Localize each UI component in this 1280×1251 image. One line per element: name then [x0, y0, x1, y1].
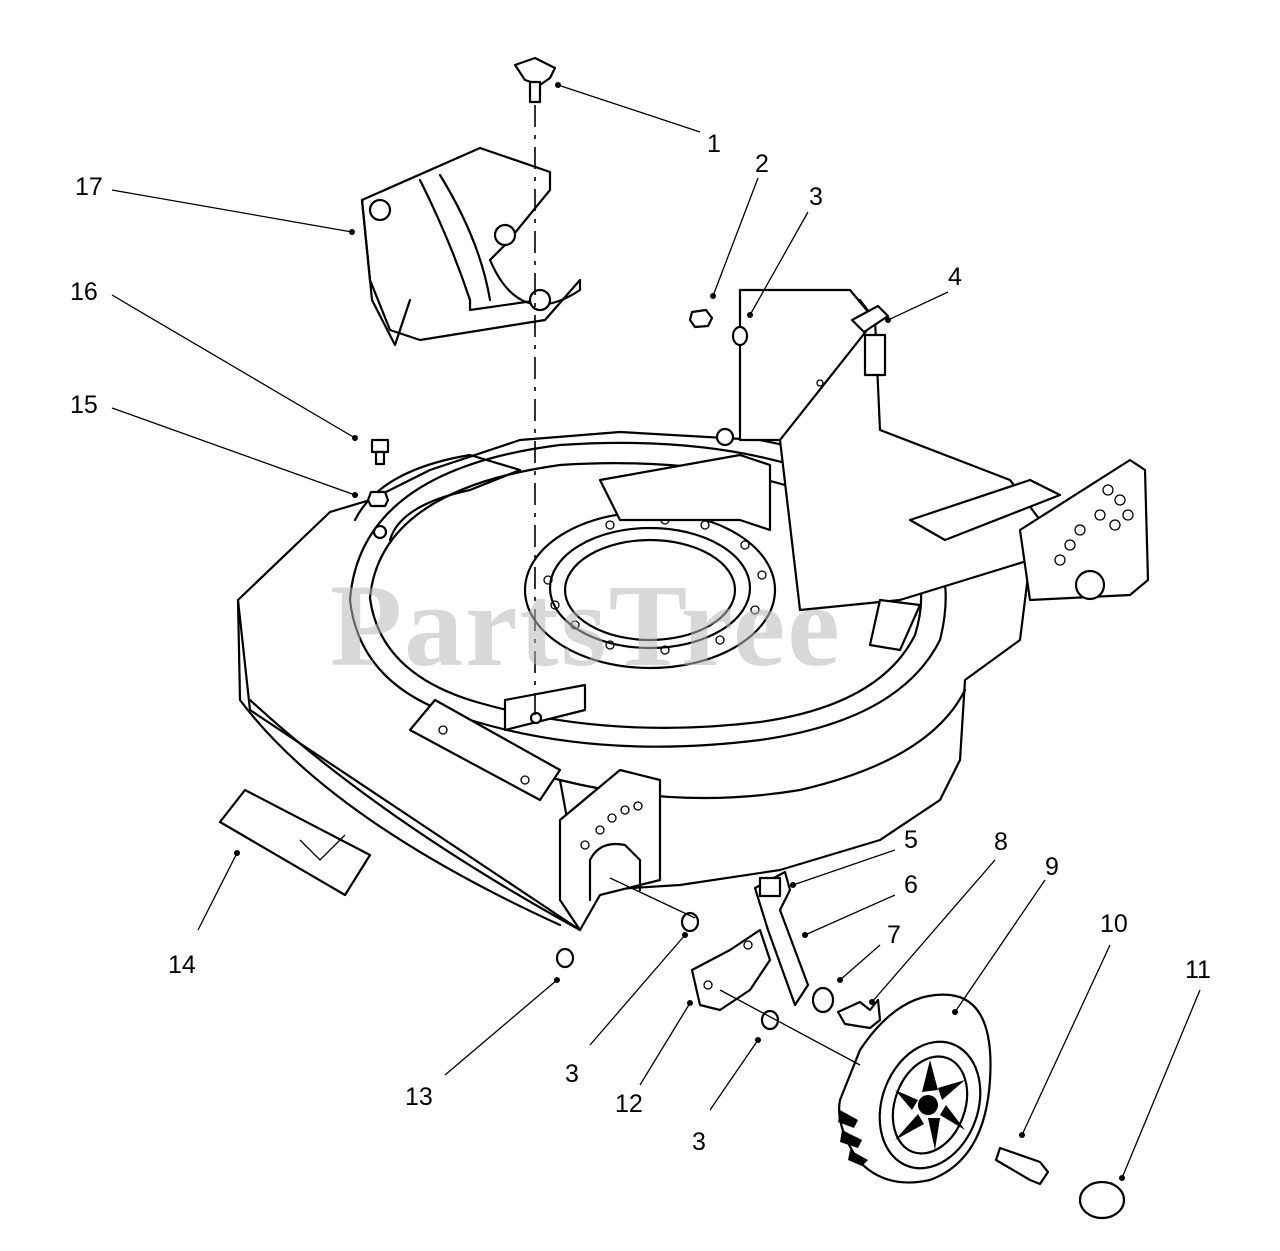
callout-3-mid: 3: [565, 1060, 579, 1088]
callout-3-low: 3: [692, 1128, 706, 1156]
callout-15: 15: [70, 391, 98, 419]
mower-deck: [236, 288, 1150, 932]
callout-12: 12: [615, 1090, 643, 1118]
front-wheel-height-holes: [580, 801, 643, 850]
knob: [513, 56, 557, 104]
callout-9: 9: [1045, 853, 1059, 881]
callout-10: 10: [1100, 910, 1128, 938]
callout-17: 17: [75, 173, 103, 201]
wheel-bracket: [690, 928, 772, 1012]
callout-11: 11: [1185, 956, 1211, 984]
watermark: PartsTree: [330, 560, 842, 691]
callout-4: 4: [948, 263, 962, 291]
height-adjust-holes: [1054, 484, 1134, 566]
callout-numbers: 1 2 3 4 5 6 7 8 9 10 11 12 3 3 13 14 15 …: [70, 130, 1211, 1156]
washer-3-top: [731, 325, 749, 347]
washer-3-low: [760, 1009, 780, 1031]
height-lever: [753, 870, 810, 1007]
nut-2: [688, 308, 714, 329]
hub-cap: [1078, 1180, 1126, 1220]
callout-13: 13: [405, 1083, 433, 1111]
bolt-nut-left: [366, 438, 390, 508]
callout-16: 16: [70, 278, 98, 306]
bolt-4: [850, 304, 890, 334]
washer-7: [811, 986, 835, 1014]
rear-baffle: [360, 146, 582, 347]
deck-plate: [408, 698, 562, 802]
wheel: [838, 993, 992, 1184]
callout-3-top: 3: [809, 183, 823, 211]
callout-14: 14: [168, 951, 196, 979]
callout-leaders: [111, 82, 1201, 1181]
bolt-8: [836, 998, 882, 1030]
callout-7: 7: [887, 921, 901, 949]
callout-5: 5: [904, 826, 918, 854]
callout-1: 1: [707, 130, 721, 158]
decal-label: [218, 788, 372, 897]
callout-8: 8: [994, 828, 1008, 856]
axle: [994, 1146, 1050, 1186]
callout-2: 2: [755, 150, 769, 178]
callout-6: 6: [904, 871, 918, 899]
nut-13: [555, 947, 575, 969]
